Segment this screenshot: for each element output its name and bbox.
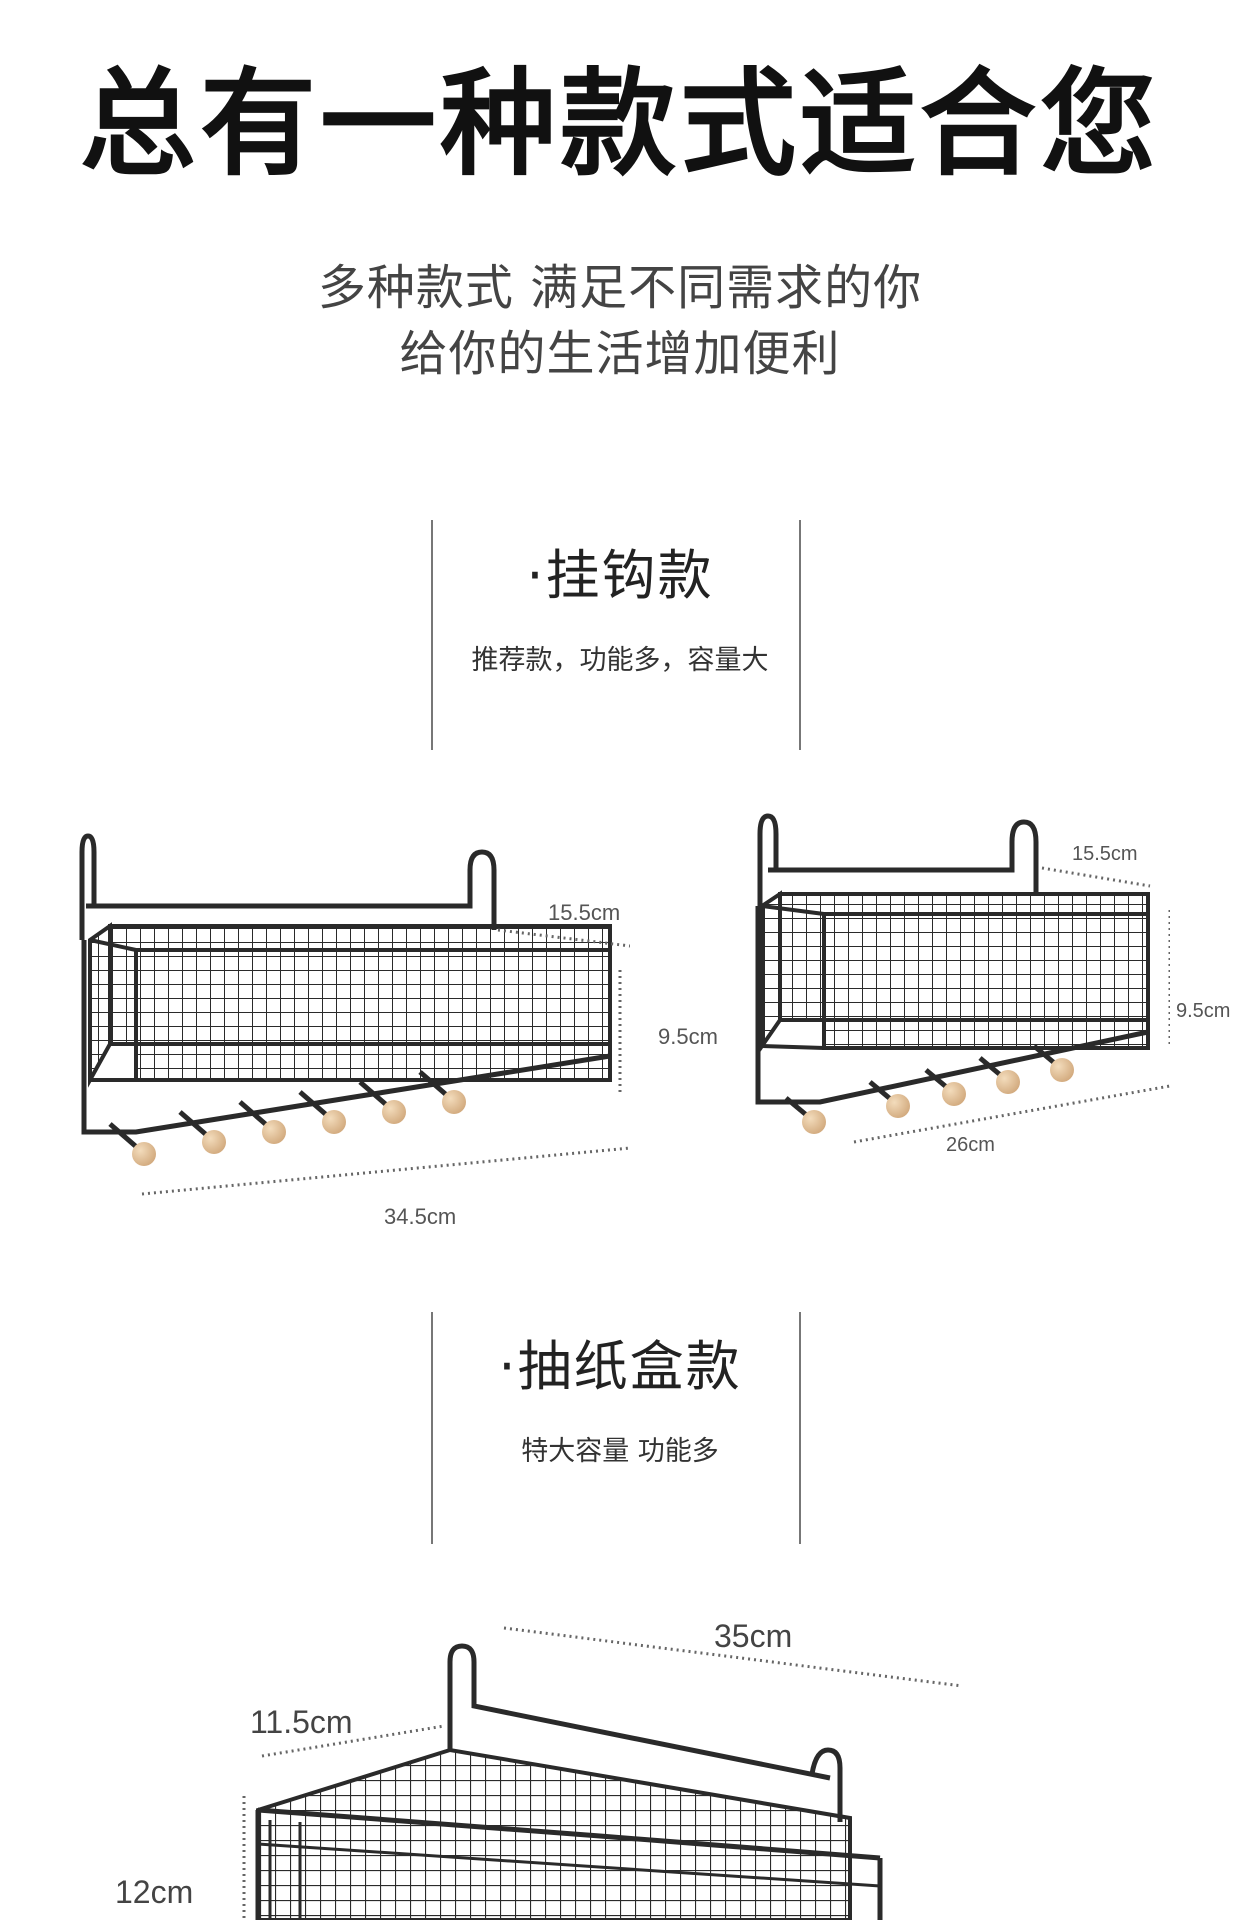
dim-width-small: 26cm [946,1134,995,1156]
dim-depth-small: 15.5cm [1072,843,1138,865]
tissue-box-basket-image [242,1626,963,1920]
hook-basket-large-image: 15.5cm [79,833,630,1196]
dim-width-tissue: 35cm [714,1618,793,1654]
section-desc-tissue: 特大容量 功能多 [521,1436,719,1467]
dim-depth-large: 15.5cm [548,900,620,925]
dim-height-large: 9.5cm [658,1024,718,1049]
divider-left-2 [431,1312,433,1544]
divider-left [431,520,433,750]
divider-right-2 [799,1312,801,1544]
dim-width-large: 34.5cm [384,1204,457,1229]
divider-right [799,520,801,750]
dim-depth-tissue: 11.5cm [250,1704,353,1740]
subtitle-line-1: 多种款式 满足不同需求的你 [317,260,923,316]
section-title-hook: ·挂钩款 [526,544,714,607]
hook-basket-small-image: 15.5cm [755,813,1170,1144]
section-desc-hook: 推荐款，功能多，容量大 [471,645,769,676]
dim-height-small: 9.5cm [1176,1000,1231,1022]
page-title: 总有一种款式适合您 [80,57,1160,192]
subtitle-line-2: 给你的生活增加便利 [399,326,841,382]
dim-height-tissue: 12cm [115,1874,194,1910]
section-title-tissue: ·抽纸盒款 [498,1335,742,1398]
